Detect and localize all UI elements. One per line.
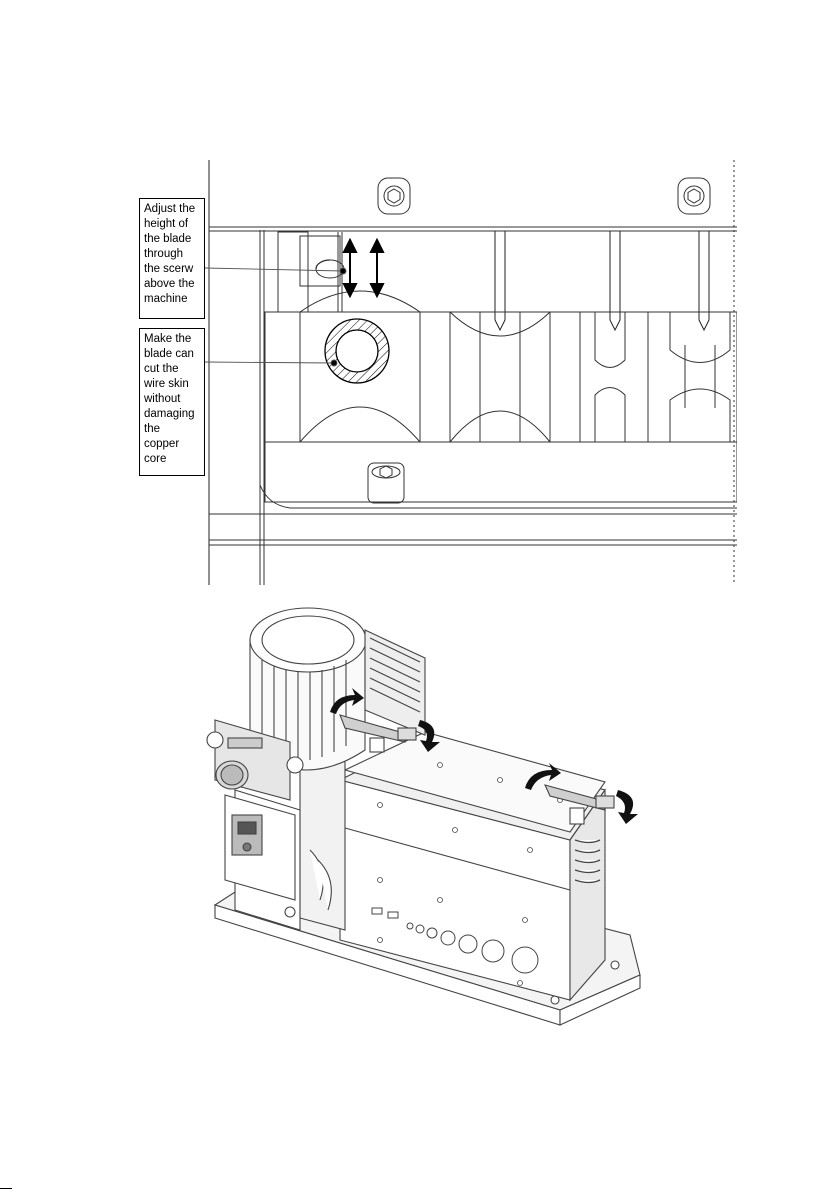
- page-footer-mark: [0, 1188, 12, 1189]
